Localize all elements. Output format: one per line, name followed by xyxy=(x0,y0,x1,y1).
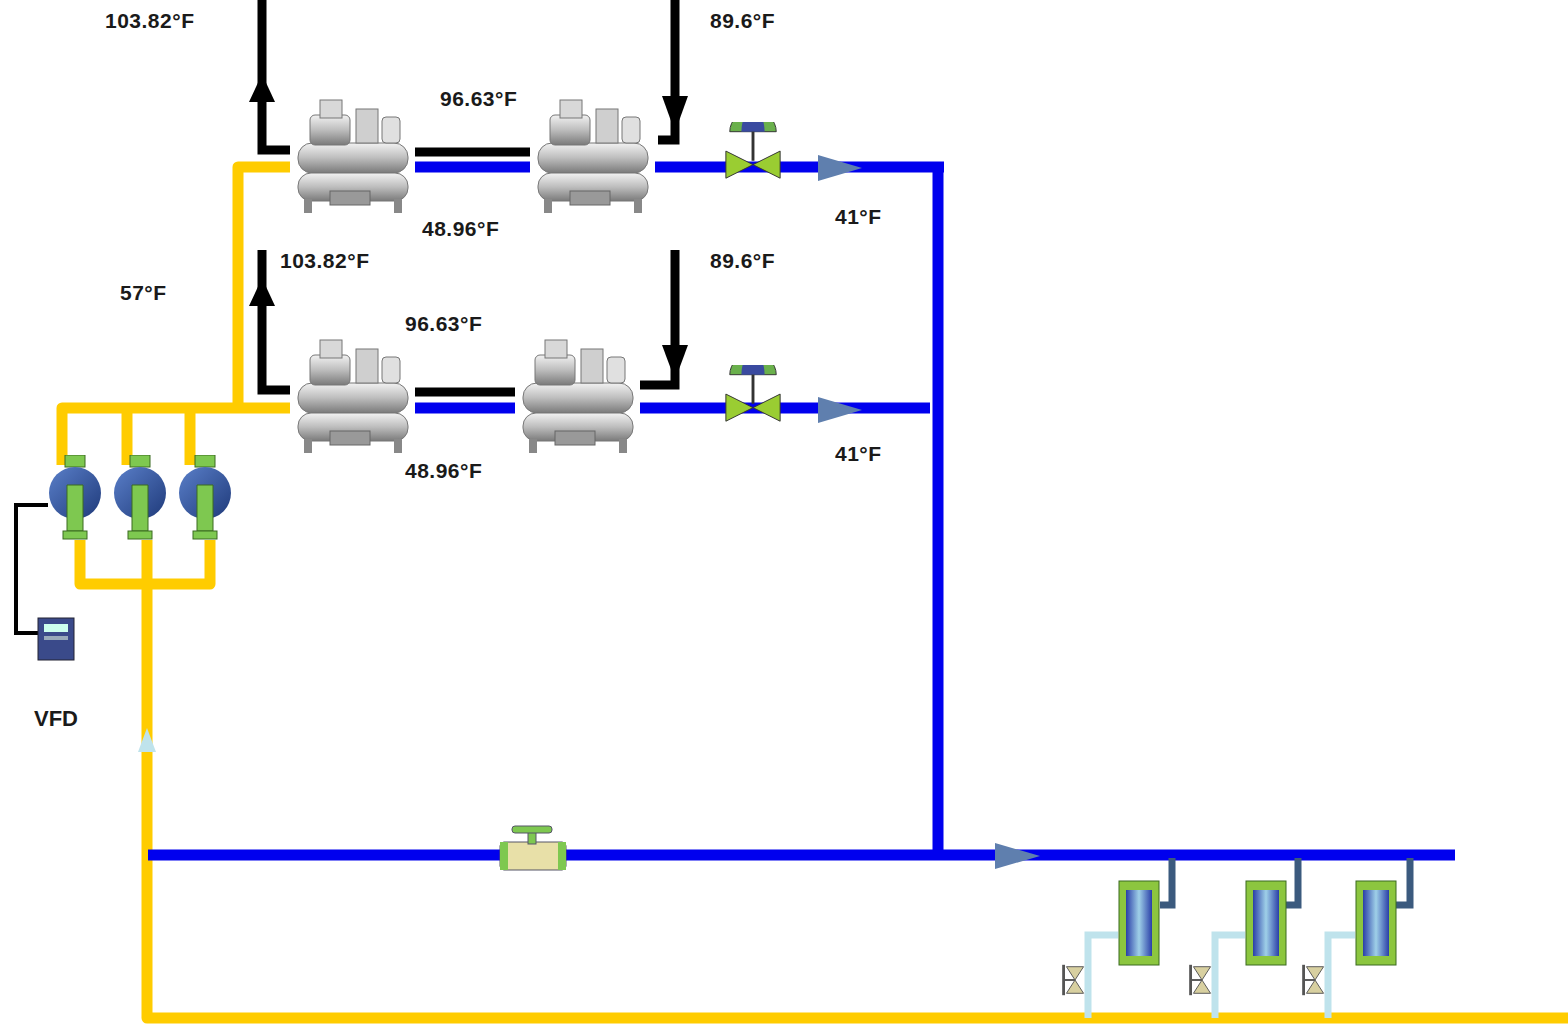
temperature-label: 48.96°F xyxy=(422,218,499,239)
temperature-label: 89.6°F xyxy=(710,250,775,271)
temperature-label: 103.82°F xyxy=(105,10,194,31)
temperature-label: 41°F xyxy=(835,206,882,227)
temperature-label: 41°F xyxy=(835,443,882,464)
drive-label-node: VFD xyxy=(34,706,78,732)
temperature-label: 103.82°F xyxy=(280,250,369,271)
temperature-label: 89.6°F xyxy=(710,10,775,31)
temperature-label: 96.63°F xyxy=(440,88,517,109)
temperature-label: 57°F xyxy=(120,282,167,303)
temperature-label: 48.96°F xyxy=(405,460,482,481)
temperature-label: 96.63°F xyxy=(405,313,482,334)
device-label: VFD xyxy=(34,706,78,732)
